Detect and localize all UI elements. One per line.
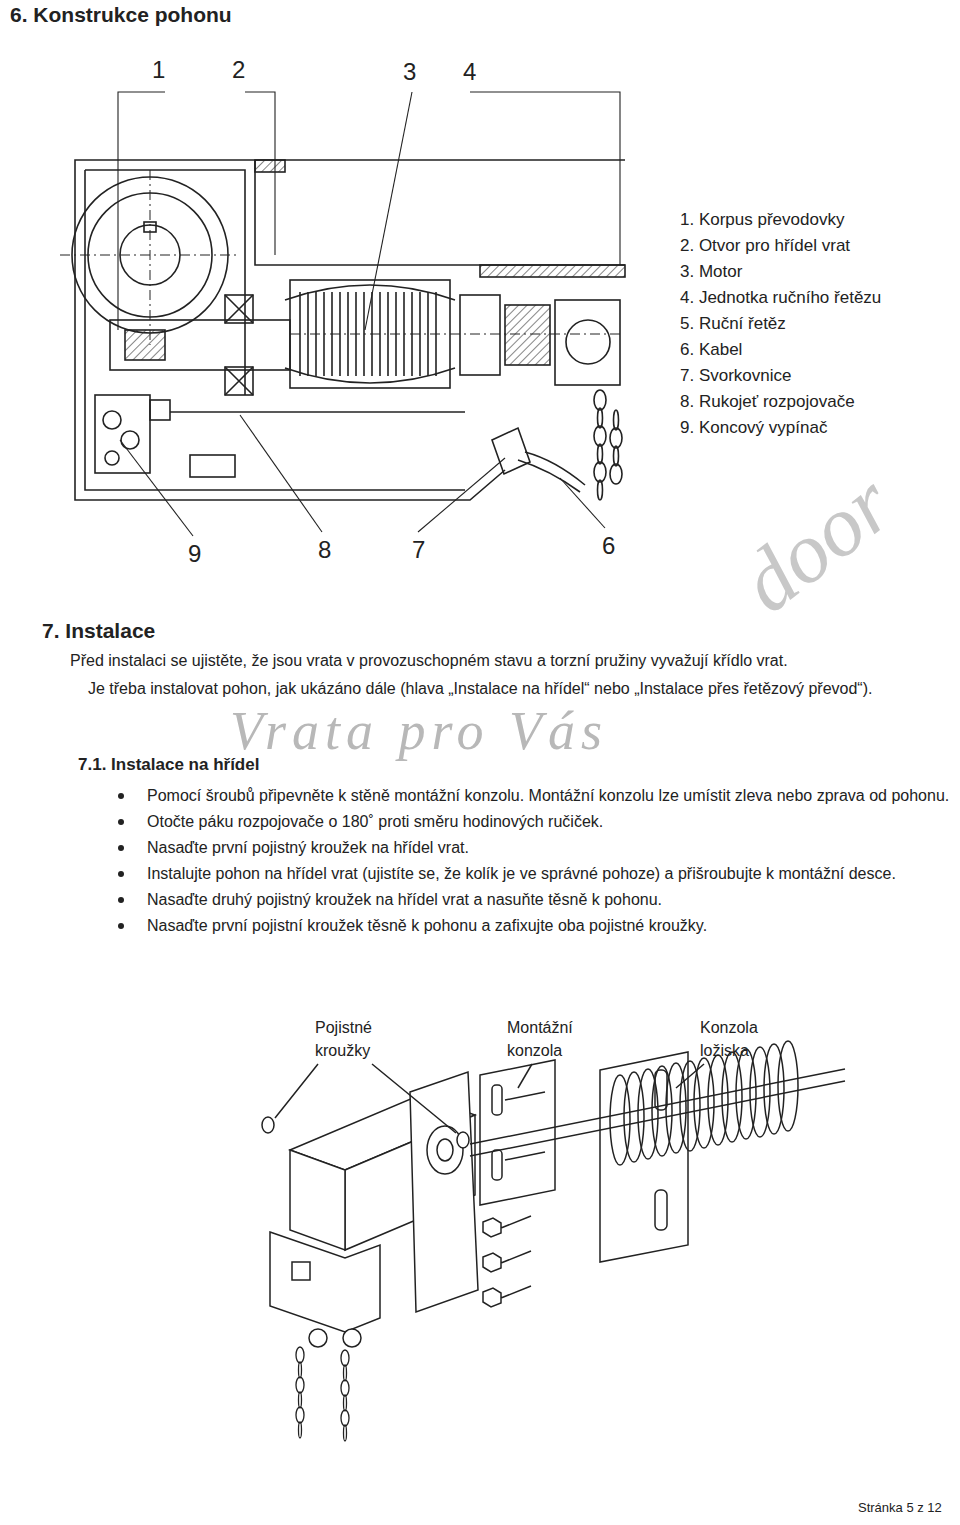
bullet-item: Nasaďte druhý pojistný kroužek na hřídel… <box>147 887 952 913</box>
callout-number: 7 <box>412 536 425 564</box>
bullet-dot <box>118 871 124 877</box>
paragraph: Před instalaci se ujistěte, že jsou vrat… <box>70 648 950 674</box>
subsection-heading: 7.1. Instalace na hřídel <box>78 753 259 777</box>
legend-item: 7. Svorkovnice <box>680 365 792 387</box>
bullet-item: Nasaďte první pojistný kroužek na hřídel… <box>147 835 952 861</box>
bullet-item: Pomocí šroubů připevněte k stěně montážn… <box>147 783 952 809</box>
bullet-dot <box>118 897 124 903</box>
bullet-item: Nasaďte první pojistní kroužek těsně k p… <box>147 913 952 939</box>
bullet-item: Instalujte pohon na hřídel vrat (ujistít… <box>147 861 952 887</box>
callout-number: 9 <box>188 540 201 568</box>
section-heading: 7. Instalace <box>42 618 155 644</box>
page-heading: 6. Konstrukce pohonu <box>10 2 232 28</box>
legend-item: 8. Rukojeť rozpojovače <box>680 391 855 413</box>
bullet-item: Otočte páku rozpojovače o 180˚ proti smě… <box>147 809 952 835</box>
callout-number: 1 <box>152 56 165 84</box>
bullet-dot <box>118 819 124 825</box>
watermark: Vrata pro Vás <box>230 704 608 758</box>
legend-item: 3. Motor <box>680 261 742 283</box>
callout-number: 6 <box>602 532 615 560</box>
bullet-dot <box>118 793 124 799</box>
part-label: Montážní konzola <box>507 1016 587 1062</box>
paragraph: Je třeba instalovat pohon, jak ukázáno d… <box>42 676 947 702</box>
callout-number: 4 <box>463 58 476 86</box>
callout-number: 8 <box>318 536 331 564</box>
part-label: Konzola ložiska <box>700 1016 780 1062</box>
bullet-dot <box>118 845 124 851</box>
bullet-dot <box>118 923 124 929</box>
legend-item: 6. Kabel <box>680 339 742 361</box>
legend-item: 2. Otvor pro hřídel vrat <box>680 235 850 257</box>
legend-item: 4. Jednotka ručního řetězu <box>680 287 881 309</box>
installation-illustration <box>0 1000 960 1470</box>
callout-number: 3 <box>403 58 416 86</box>
legend-item: 1. Korpus převodovky <box>680 209 844 231</box>
callout-number: 2 <box>232 56 245 84</box>
legend-item: 9. Koncový vypínač <box>680 417 827 439</box>
page-number: Stránka 5 z 12 <box>858 1500 942 1516</box>
legend-item: 5. Ruční řetěz <box>680 313 786 335</box>
watermark: door <box>726 459 907 627</box>
part-label: Pojistné kroužky <box>315 1016 395 1062</box>
